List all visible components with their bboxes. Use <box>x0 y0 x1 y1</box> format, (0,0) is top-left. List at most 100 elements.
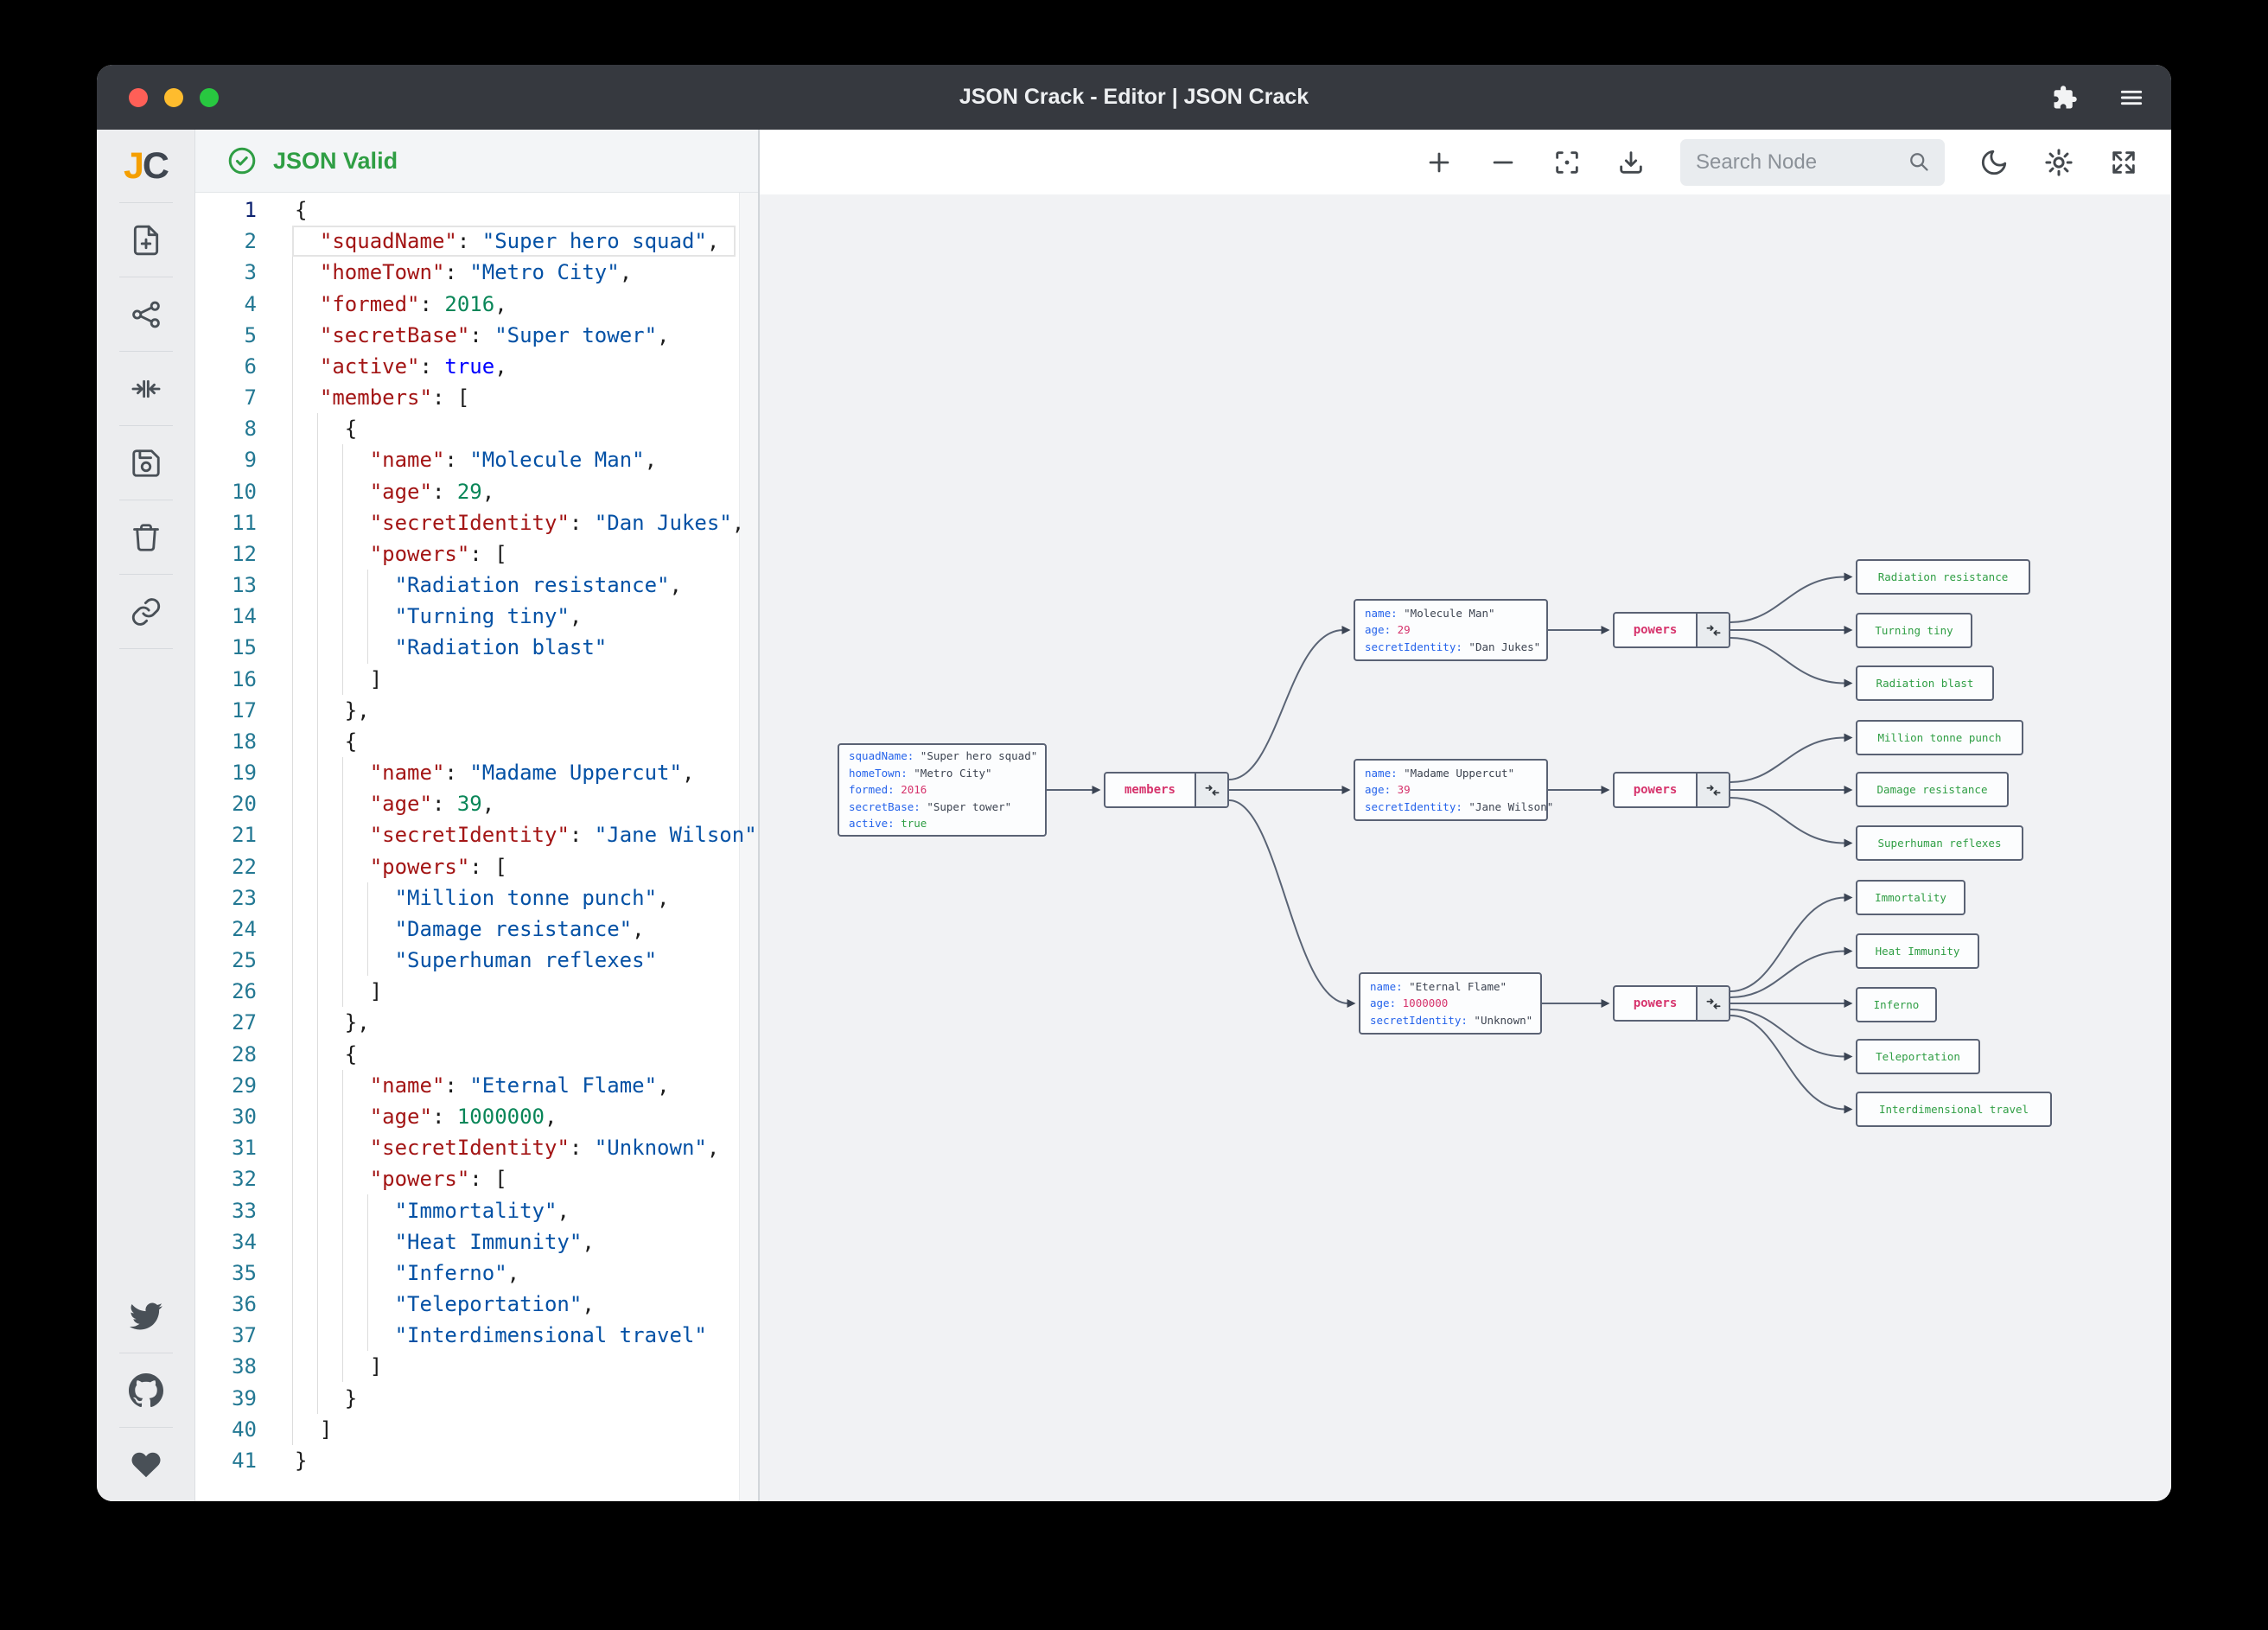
extensions-icon[interactable] <box>2052 85 2078 111</box>
code-text: ] <box>295 979 383 1004</box>
fullscreen-button[interactable] <box>2109 148 2138 177</box>
graph-node-power-leaf[interactable]: Teleportation <box>1856 1039 1980 1074</box>
window-title: JSON Crack - Editor | JSON Crack <box>959 85 1309 109</box>
sponsor-button[interactable] <box>97 1428 194 1501</box>
graph-view-button[interactable] <box>97 277 194 351</box>
code-line: 12 "powers": [ <box>195 538 758 570</box>
leaf-text: Radiation resistance <box>1877 570 2009 583</box>
heart-icon <box>131 1452 161 1477</box>
line-number: 4 <box>244 291 257 316</box>
collapse-node-button[interactable] <box>1696 774 1729 806</box>
save-button[interactable] <box>97 426 194 500</box>
graph-node-power-leaf[interactable]: Heat Immunity <box>1856 933 1979 969</box>
editor-scrollbar[interactable] <box>739 193 758 1501</box>
code-line: 9 "name": "Molecule Man", <box>195 444 758 475</box>
dark-mode-toggle[interactable] <box>1979 148 2009 177</box>
line-number: 13 <box>232 573 257 598</box>
zoom-out-button[interactable] <box>1488 148 1518 177</box>
link-icon <box>131 597 160 626</box>
search-icon <box>1910 153 1928 171</box>
title-bar: JSON Crack - Editor | JSON Crack <box>97 65 2171 130</box>
center-focus-button[interactable] <box>1552 148 1582 177</box>
maximize-window-button[interactable] <box>200 87 219 107</box>
line-number: 25 <box>232 948 257 973</box>
collapse-node-button[interactable] <box>1696 614 1729 646</box>
code-text: "Damage resistance", <box>394 916 645 941</box>
graph-node-power-leaf[interactable]: Interdimensional travel <box>1856 1092 2052 1127</box>
close-window-button[interactable] <box>129 87 148 107</box>
node-entry: secretIdentity: "Unknown" <box>1370 1013 1533 1027</box>
graph-node-powers-2[interactable]: powers <box>1613 772 1730 808</box>
code-line: 13 "Radiation resistance", <box>195 570 758 601</box>
code-text: "name": "Eternal Flame", <box>369 1073 670 1098</box>
graph-node-members[interactable]: members <box>1104 772 1229 808</box>
code-text: { <box>295 1041 358 1067</box>
graph-node-power-leaf[interactable]: Million tonne punch <box>1856 720 2023 755</box>
logo-letter-c: C <box>142 144 169 187</box>
save-floppy-icon <box>131 449 160 477</box>
code-line: 38 ] <box>195 1351 758 1382</box>
graph-node-power-leaf[interactable]: Turning tiny <box>1856 613 1972 648</box>
code-text: "Superhuman reflexes" <box>394 948 658 973</box>
indent-guide <box>317 413 318 1414</box>
line-number: 10 <box>232 479 257 504</box>
line-number: 31 <box>232 1136 257 1161</box>
graph-toolbar <box>760 130 2171 194</box>
json-editor[interactable]: 1{2 "squadName": "Super hero squad",3 "h… <box>195 193 758 1501</box>
code-text: "squadName": "Super hero squad", <box>319 229 720 254</box>
graph-node-powers-1[interactable]: powers <box>1613 612 1730 648</box>
code-line: 34 "Heat Immunity", <box>195 1226 758 1258</box>
search-node-input[interactable] <box>1694 149 1899 175</box>
graph-node-power-leaf[interactable]: Radiation resistance <box>1856 559 2030 595</box>
graph-node-power-leaf[interactable]: Inferno <box>1856 987 1937 1022</box>
minimize-window-button[interactable] <box>164 87 183 107</box>
collapse-node-button[interactable] <box>1696 987 1729 1020</box>
code-line: 1{ <box>195 194 758 226</box>
code-text: "secretIdentity": "Jane Wilson", <box>369 823 758 848</box>
menu-icon[interactable] <box>2118 84 2145 111</box>
leaf-text: Interdimensional travel <box>1878 1103 2029 1116</box>
current-line-highlight <box>292 226 736 258</box>
graph-node-power-leaf[interactable]: Immortality <box>1856 880 1965 915</box>
code-line: 15 "Radiation blast" <box>195 632 758 663</box>
collapse-nodes-button[interactable] <box>97 352 194 425</box>
graph-node-powers-3[interactable]: powers <box>1613 985 1730 1022</box>
line-number: 27 <box>232 1010 257 1035</box>
node-label: powers <box>1633 623 1678 637</box>
code-line: 41} <box>195 1445 758 1476</box>
new-document-button[interactable] <box>97 203 194 277</box>
line-number: 15 <box>232 635 257 660</box>
github-button[interactable] <box>97 1353 194 1427</box>
code-text: ] <box>295 1354 383 1379</box>
collapse-node-button[interactable] <box>1195 774 1227 806</box>
trash-icon <box>132 523 159 551</box>
zoom-in-button[interactable] <box>1424 148 1454 177</box>
graph-node-power-leaf[interactable]: Superhuman reflexes <box>1856 825 2023 861</box>
twitter-icon <box>129 1302 162 1329</box>
download-image-button[interactable] <box>1616 148 1646 177</box>
collapse-arrows-icon <box>1706 997 1720 1009</box>
divider <box>118 425 173 426</box>
code-line: 35 "Inferno", <box>195 1258 758 1289</box>
editor-panel: JSON Valid 1{2 "squadName": "Super hero … <box>195 130 760 1501</box>
indent-guide <box>292 226 293 1445</box>
line-number: 14 <box>232 604 257 629</box>
twitter-button[interactable] <box>97 1279 194 1353</box>
graph-node-power-leaf[interactable]: Damage resistance <box>1856 772 2009 807</box>
line-number: 12 <box>232 541 257 566</box>
code-text: "Radiation resistance", <box>394 573 682 598</box>
node-entry: age: 1000000 <box>1370 996 1449 1010</box>
code-text: "homeTown": "Metro City", <box>319 260 633 285</box>
graph-node-root[interactable]: squadName: "Super hero squad"homeTown: "… <box>838 743 1047 837</box>
delete-button[interactable] <box>97 500 194 574</box>
line-number: 17 <box>232 697 257 723</box>
settings-gear-icon[interactable] <box>2043 147 2074 178</box>
graph-node-power-leaf[interactable]: Radiation blast <box>1856 665 1994 701</box>
share-link-button[interactable] <box>97 575 194 648</box>
code-text: "powers": [ <box>369 854 507 879</box>
